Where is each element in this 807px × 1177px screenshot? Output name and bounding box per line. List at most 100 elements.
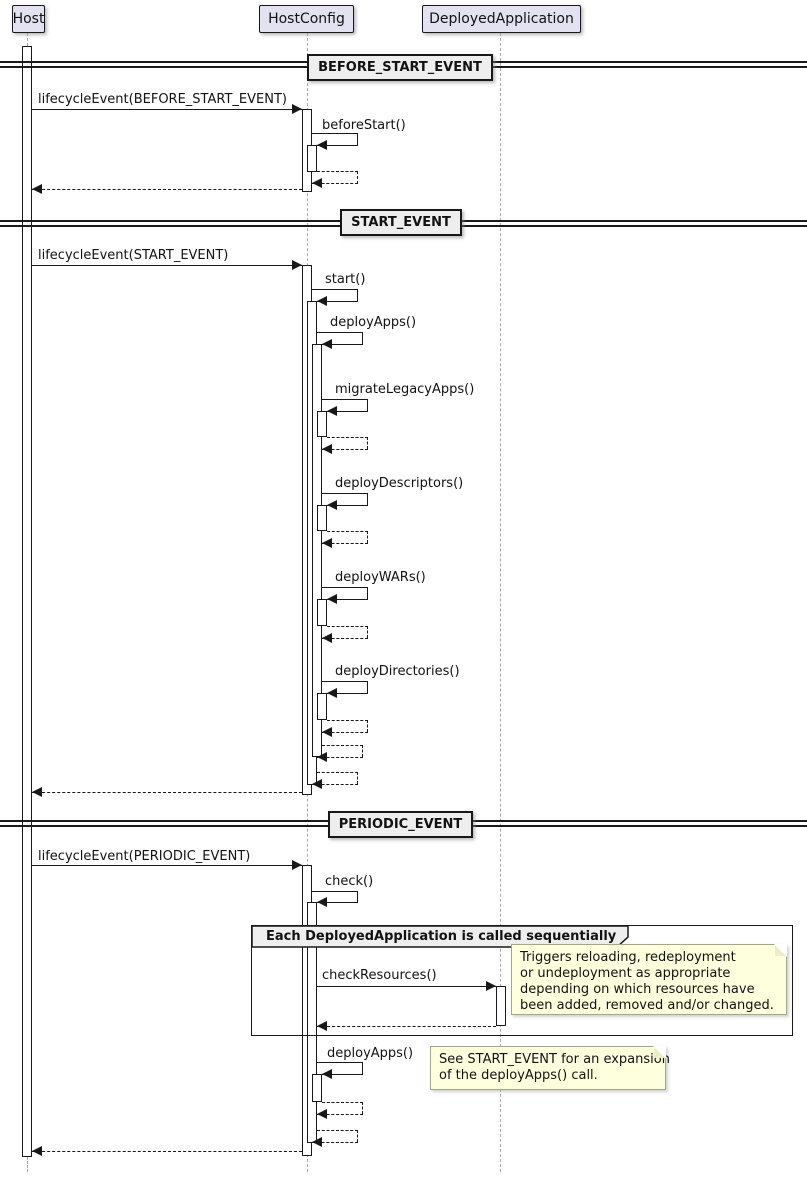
- selfcall-start-back: [317, 301, 358, 302]
- message-label-deploydescriptors: deployDescriptors(): [335, 476, 464, 491]
- return-directories-back: [322, 732, 368, 733]
- return-beforestart-out: [317, 171, 358, 172]
- host-lifeline: [27, 33, 28, 46]
- arrowhead-right-icon: [292, 104, 302, 114]
- return-to-host-start: [32, 792, 302, 793]
- return-migrate-back: [322, 449, 368, 450]
- message-label-lifecycle-periodic: lifecycleEvent(PERIODIC_EVENT): [38, 849, 251, 864]
- arrowhead-left-icon: [322, 339, 332, 349]
- deployapps2-activation: [312, 1074, 322, 1102]
- participant-host: Host: [12, 5, 45, 33]
- note-line: been added, removed and/or changed.: [520, 998, 774, 1013]
- host-lifeline-bottom: [27, 1157, 28, 1172]
- selfcall-wars-out: [322, 587, 368, 588]
- selfcall-beforestart-back: [317, 145, 358, 146]
- return-deployapps-out: [322, 745, 363, 746]
- selfcall-directories-out: [322, 681, 368, 682]
- selfcall-deployapps-side: [362, 332, 363, 344]
- arrowhead-left-icon: [322, 1069, 332, 1079]
- divider-label: START_EVENT: [351, 215, 451, 230]
- message-label-deployapps-periodic: deployApps(): [327, 1046, 414, 1061]
- arrowhead-right-icon: [486, 981, 496, 991]
- selfcall-descriptors-back: [327, 505, 368, 506]
- selfcall-check-back: [317, 902, 358, 903]
- arrowhead-left-icon: [312, 779, 322, 789]
- note-deployapps: See START_EVENT for an expansion of the …: [430, 1046, 670, 1090]
- return-start-back: [312, 784, 358, 785]
- selfcall-wars-side: [367, 587, 368, 599]
- return-descriptors-side: [367, 531, 368, 543]
- arrowhead-left-icon: [317, 140, 327, 150]
- return-check-side: [357, 1130, 358, 1142]
- deployedapplication-activation: [496, 986, 506, 1026]
- group-header: [251, 925, 629, 948]
- divider-before-start-event: BEFORE_START_EVENT: [307, 54, 493, 81]
- selfcall-migrate-out: [322, 399, 368, 400]
- return-descriptors-back: [322, 543, 368, 544]
- return-beforestart-back: [312, 183, 358, 184]
- note-checkresources: Triggers reloading, redeployment or unde…: [511, 944, 787, 1015]
- note-line: depending on which resources have: [520, 982, 755, 997]
- participant-hostconfig: HostConfig: [259, 5, 354, 33]
- arrowhead-left-icon: [32, 1146, 42, 1156]
- return-check-back: [312, 1142, 358, 1143]
- return-descriptors-out: [327, 531, 368, 532]
- arrowhead-left-icon: [317, 1109, 327, 1119]
- descriptors-activation: [317, 505, 327, 531]
- arrowhead-left-icon: [327, 688, 337, 698]
- arrowhead-left-icon: [312, 178, 322, 188]
- message-label-lifecycle-start: lifecycleEvent(START_EVENT): [38, 248, 229, 263]
- message-label-start: start(): [325, 272, 366, 287]
- deployedapplication-lifeline: [500, 33, 501, 1172]
- selfcall-descriptors-side: [367, 493, 368, 505]
- message-line-lifecycle-start: [32, 265, 302, 266]
- arrowhead-left-icon: [322, 538, 332, 548]
- selfcall-deployapps2-side: [362, 1062, 363, 1074]
- return-check-out: [317, 1130, 358, 1131]
- return-directories-side: [367, 720, 368, 732]
- return-to-host-before: [32, 189, 302, 190]
- message-line-checkresources: [317, 986, 496, 987]
- selfcall-directories-back: [327, 693, 368, 694]
- arrowhead-left-icon: [317, 752, 327, 762]
- arrowhead-left-icon: [322, 444, 332, 454]
- arrowhead-left-icon: [327, 406, 337, 416]
- host-activation-bar: [22, 46, 32, 1157]
- return-wars-out: [327, 626, 368, 627]
- return-deployapps2-back: [317, 1114, 363, 1115]
- note-line: of the deployApps() call.: [439, 1068, 598, 1083]
- divider-start-event: START_EVENT: [340, 209, 462, 236]
- arrowhead-left-icon: [322, 633, 332, 643]
- arrowhead-left-icon: [317, 296, 327, 306]
- migrate-activation: [317, 411, 327, 437]
- arrowhead-left-icon: [32, 787, 42, 797]
- directories-activation: [317, 693, 327, 720]
- return-beforestart-side: [357, 171, 358, 184]
- message-label-deploywars: deployWARs(): [335, 570, 426, 585]
- message-line-lifecycle-periodic: [32, 865, 302, 866]
- arrowhead-left-icon: [317, 897, 327, 907]
- group-title: Each DeployedApplication is called seque…: [266, 929, 617, 944]
- return-directories-out: [327, 720, 368, 721]
- arrowhead-left-icon: [312, 1137, 322, 1147]
- wars-activation: [317, 599, 327, 626]
- selfcall-deployapps-out: [317, 332, 363, 333]
- selfcall-check-side: [357, 891, 358, 902]
- participant-label: HostConfig: [268, 11, 345, 27]
- selfcall-migrate-back: [327, 411, 368, 412]
- return-wars-back: [322, 638, 368, 639]
- participant-deployedapplication: DeployedApplication: [422, 5, 581, 33]
- selfcall-start-side: [357, 289, 358, 301]
- note-line: Triggers reloading, redeployment: [520, 950, 736, 965]
- return-wars-side: [367, 626, 368, 638]
- participant-label: Host: [12, 11, 45, 27]
- return-migrate-side: [367, 437, 368, 449]
- divider-periodic-event: PERIODIC_EVENT: [328, 811, 473, 838]
- arrowhead-left-icon: [32, 184, 42, 194]
- selfcall-deployapps2-out: [317, 1062, 363, 1063]
- divider-label: BEFORE_START_EVENT: [318, 60, 482, 75]
- return-migrate-out: [327, 437, 368, 438]
- message-label-lifecycle-before: lifecycleEvent(BEFORE_START_EVENT): [38, 92, 287, 107]
- selfcall-beforestart-out: [312, 133, 358, 134]
- arrowhead-right-icon: [292, 260, 302, 270]
